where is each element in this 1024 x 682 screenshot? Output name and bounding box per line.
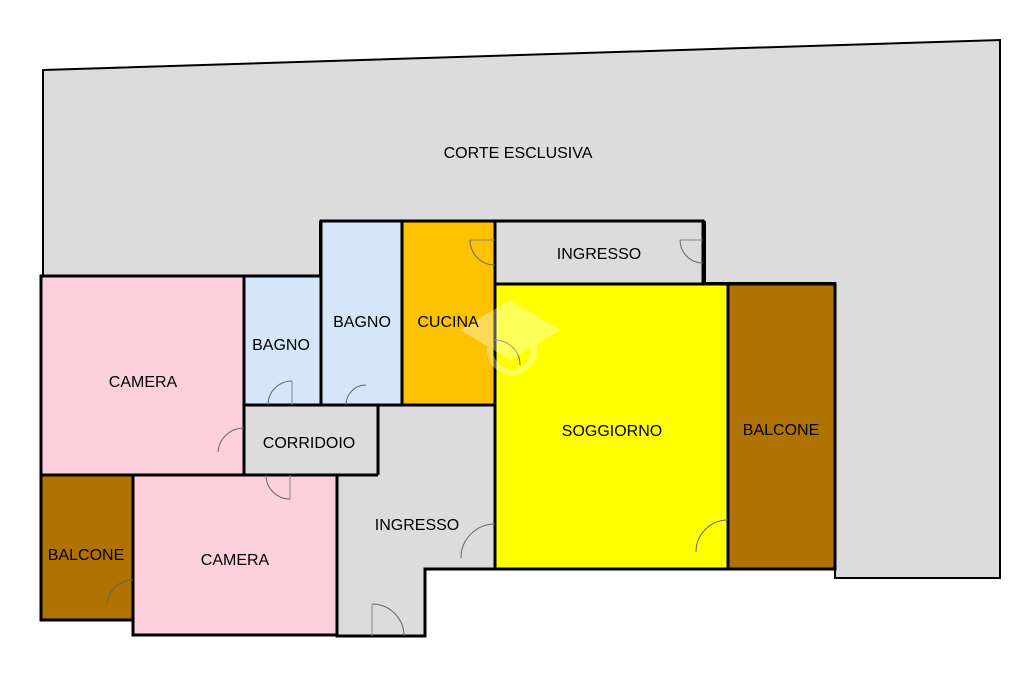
label-bagno-small: BAGNO: [252, 337, 310, 354]
door-camera-bottom: [265, 474, 291, 500]
ingresso-top-room: [493, 219, 705, 286]
label-camera-top: CAMERA: [109, 374, 178, 391]
label-ingresso-top: INGRESSO: [557, 246, 641, 263]
label-corte: CORTE ESCLUSIVA: [444, 145, 593, 162]
logo-watermark-icon: [460, 300, 560, 375]
door-soggiorno-balcone: [695, 519, 729, 553]
label-ingresso-bottom: INGRESSO: [375, 517, 459, 534]
door-ingresso-top-right: [679, 239, 704, 264]
door-bagno-2: [345, 384, 367, 406]
door-ingresso-top-left: [469, 239, 496, 266]
camera-bottom-room: [131, 473, 339, 637]
door-bagno-1: [267, 380, 293, 406]
label-bagno-tall: BAGNO: [333, 314, 391, 331]
balcone-right-room: [726, 282, 837, 571]
door-soggiorno-ingresso: [460, 523, 496, 559]
door-balcone-left: [106, 579, 134, 607]
door-main-entrance: [371, 603, 405, 637]
label-balcone-left: BALCONE: [48, 547, 124, 564]
balcone-left-room: [39, 473, 135, 622]
label-camera-bottom: CAMERA: [201, 552, 270, 569]
label-corridoio: CORRIDOIO: [263, 435, 355, 452]
cucina-room: [400, 219, 497, 407]
door-cucina-soggiorno: [494, 339, 521, 366]
door-camera-top: [217, 427, 245, 453]
bagno-tall-room: [319, 219, 404, 407]
label-cucina: CUCINA: [417, 314, 479, 331]
label-balcone-right: BALCONE: [743, 422, 819, 439]
label-soggiorno: SOGGIORNO: [562, 423, 662, 440]
